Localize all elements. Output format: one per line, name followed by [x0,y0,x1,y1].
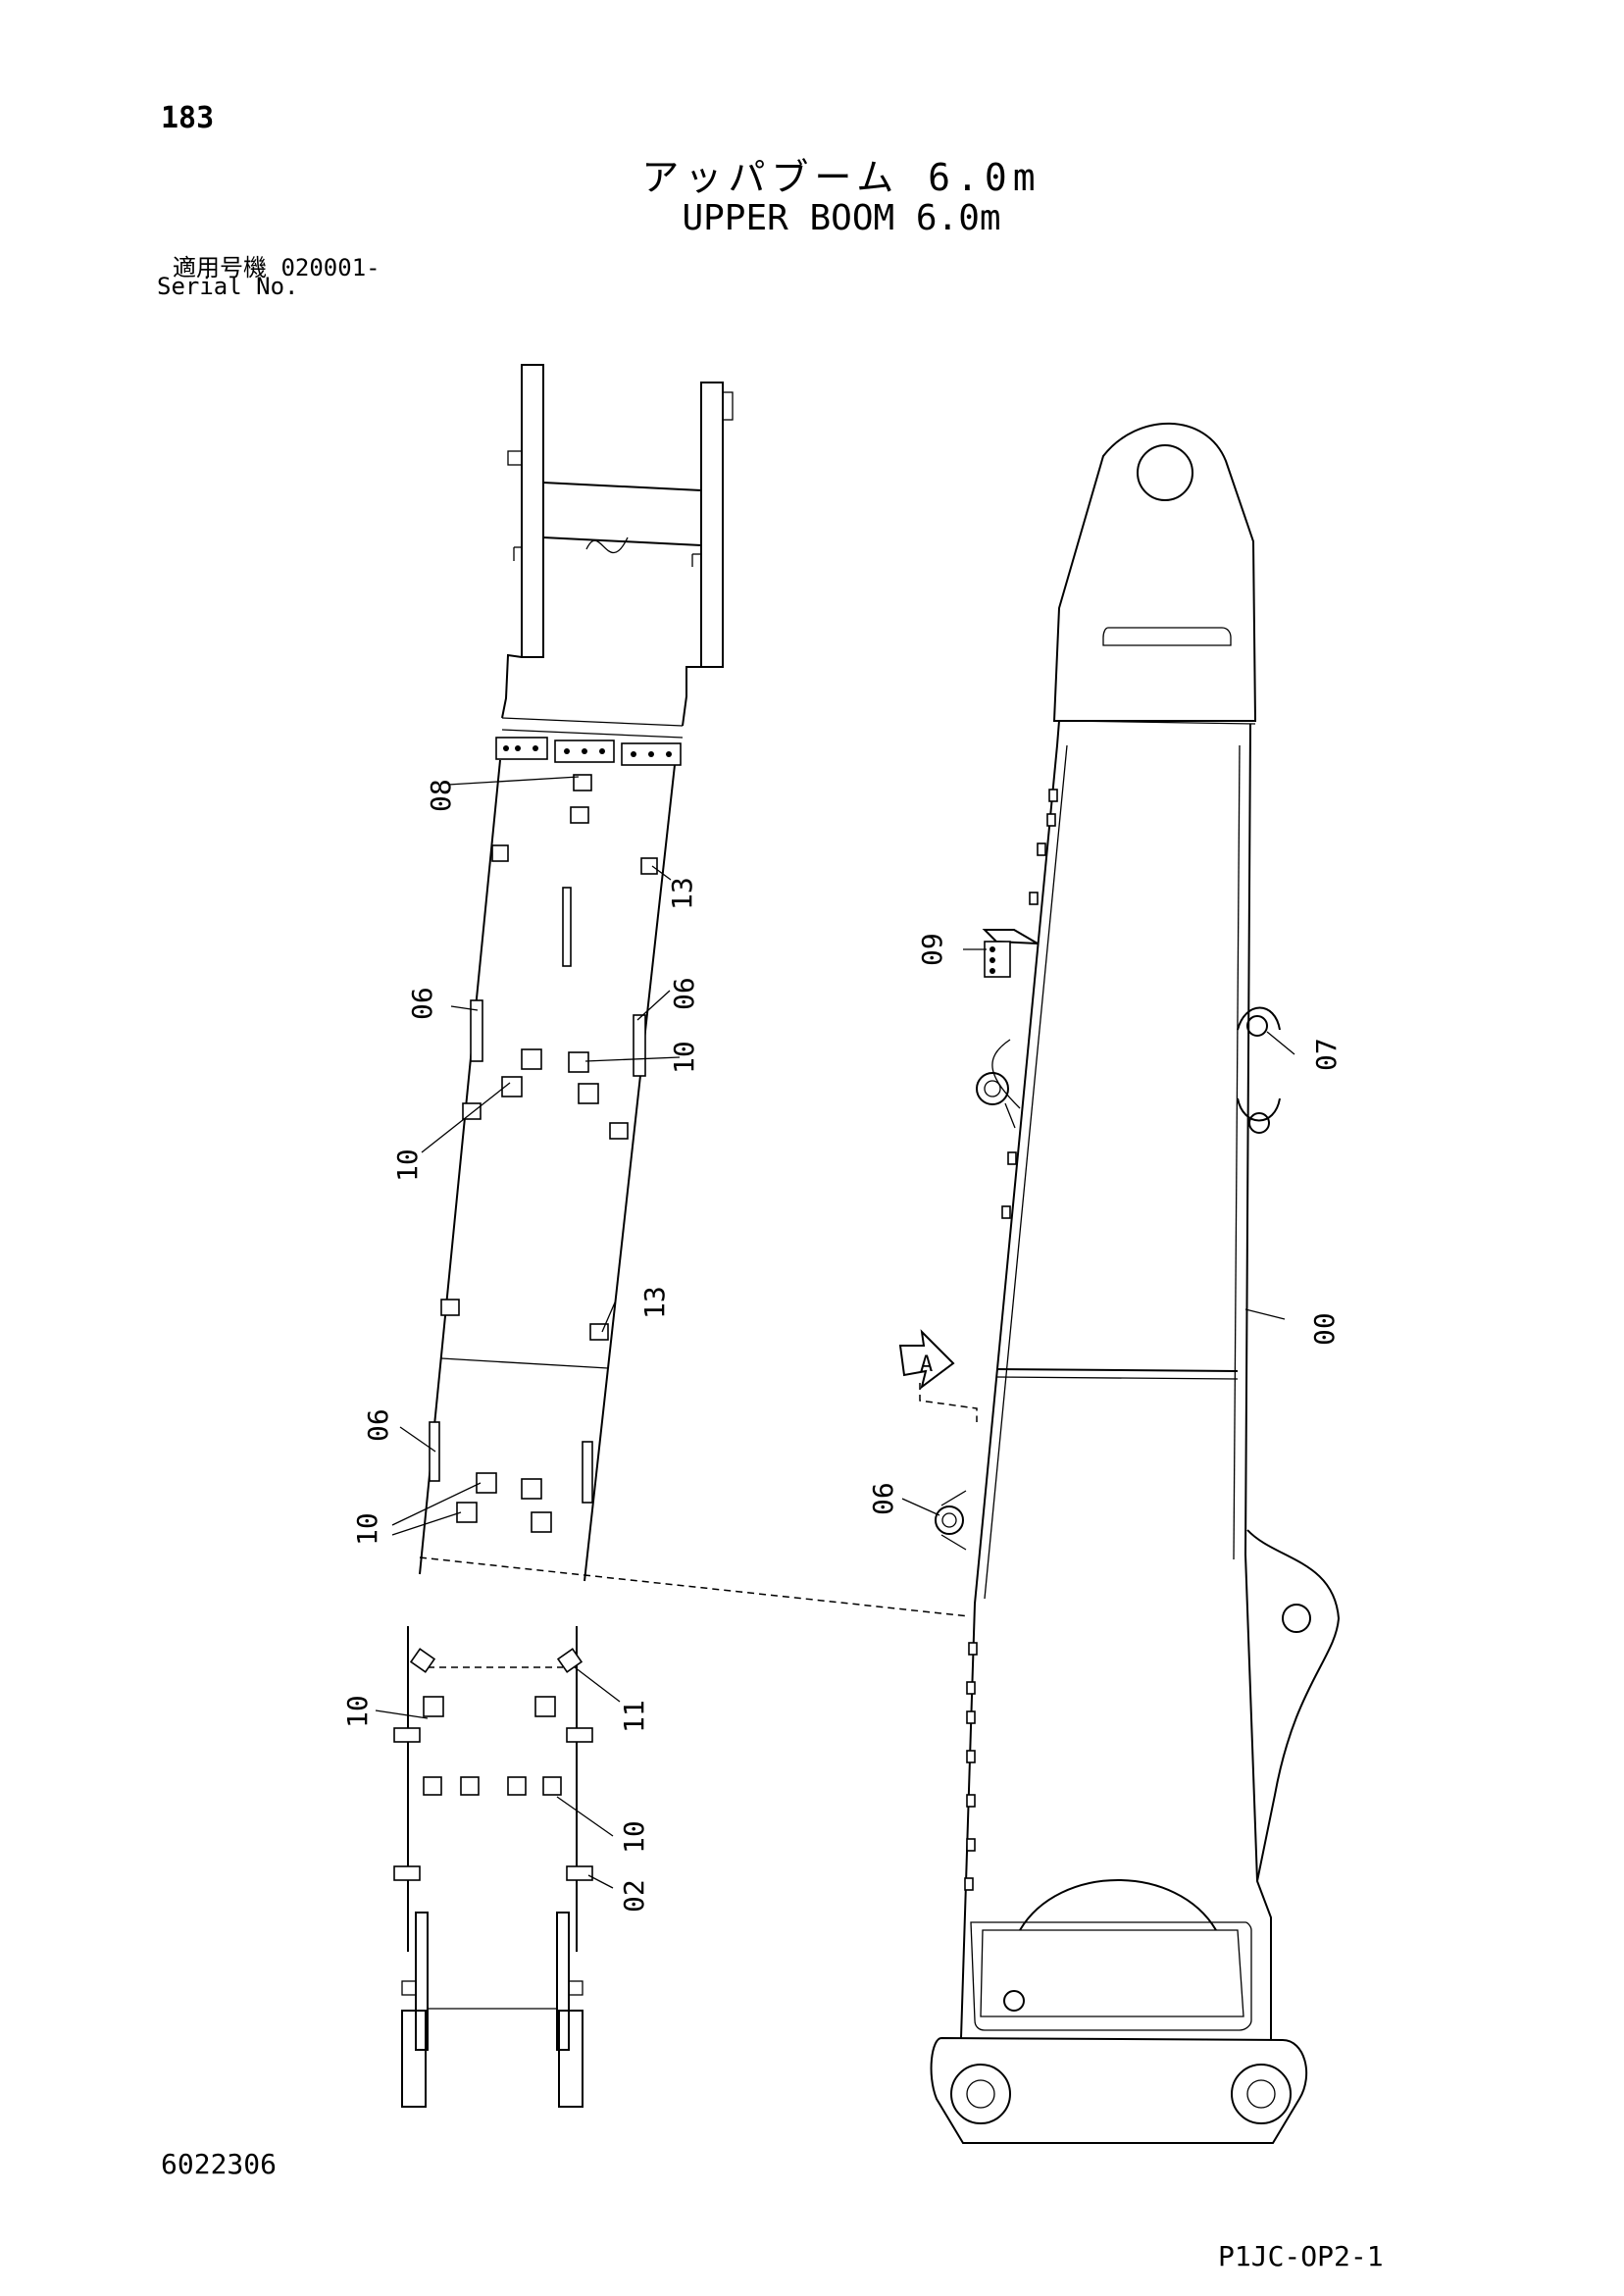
callout-10: 10 [341,1695,374,1728]
callout-10: 10 [391,1148,424,1182]
serial-value: 020001- [280,254,381,281]
serial-label-en: Serial No. [157,273,299,300]
view-marker-a: A [920,1352,933,1377]
title-english: UPPER BOOM 6.0m [682,198,1001,238]
callout-00: 00 [1308,1312,1341,1346]
serial-label-jp: 適用号機 020001- [173,248,381,282]
callout-10: 10 [618,1820,650,1854]
title-japanese: アッパブーム 6.0m [641,156,1041,199]
boom-plan-view [419,364,970,1617]
callout-02: 02 [618,1879,650,1913]
callout-13: 13 [666,877,698,910]
callout-11: 11 [618,1700,650,1733]
callout-06: 06 [867,1482,899,1515]
callout-07: 07 [1310,1038,1343,1071]
callout-06: 06 [406,987,438,1020]
page-code: P1JC-OP2-1 [1218,2240,1384,2272]
callout-06: 06 [668,977,700,1010]
callout-06: 06 [362,1408,394,1442]
serial-label: 適用号機 [173,254,267,281]
page-number: 183 [161,101,215,135]
leader-lines [375,776,1295,1889]
callout-13: 13 [638,1286,671,1319]
callout-09: 09 [916,933,948,966]
boom-side-view [898,422,1341,2144]
boom-end-plan-view [393,1626,593,2108]
callout-labels: 08 13 06 06 10 10 13 06 10 11 10 10 02 0… [341,779,1343,1913]
callout-10: 10 [668,1041,700,1074]
drawing-number: 6022306 [161,2148,278,2180]
callout-08: 08 [425,779,457,812]
callout-10: 10 [351,1512,383,1546]
